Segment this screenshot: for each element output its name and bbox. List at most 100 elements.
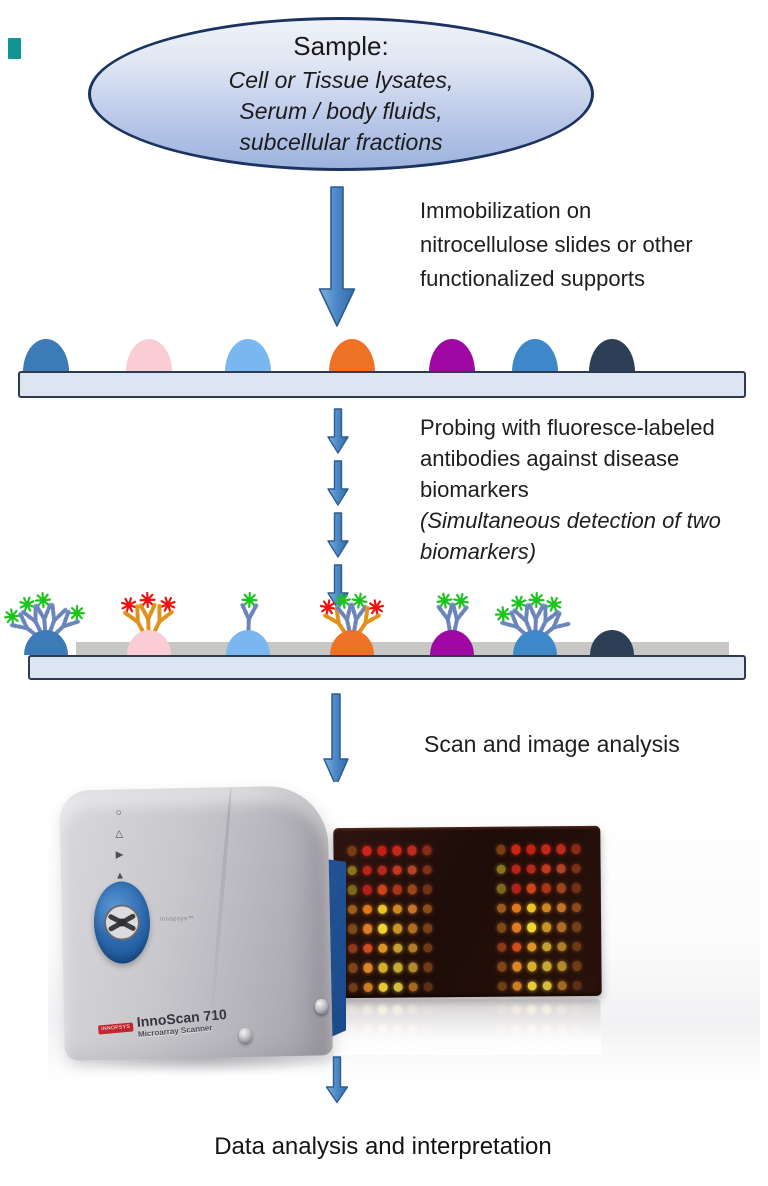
array-dot [408,981,418,992]
array-dot [496,844,506,855]
array-dot [422,884,433,894]
scanner-foot [239,1028,252,1043]
antibody [442,592,471,645]
array-dot [407,903,418,914]
flow-arrow-analysis [325,1056,349,1104]
array-dot [556,922,567,932]
array-dot [392,904,403,914]
array-dot [526,902,537,913]
flow-arrow-probing [327,408,349,454]
scanner-crease [210,787,233,1013]
array-dot [571,844,581,854]
array-dot [363,962,373,973]
array-dot [572,961,582,971]
antibody [525,591,547,644]
array-dot [496,922,507,933]
array-dot [541,902,552,913]
sample-line: subcellular fractions [239,128,443,155]
array-dot [408,942,418,953]
antibody [119,597,158,648]
array-dot [541,922,552,932]
array-dot [512,961,522,972]
array-dot [527,961,537,971]
array-dot [392,923,403,934]
nitrocellulose-slide [18,371,746,398]
sample-spot [23,339,69,372]
array-dot [348,962,358,973]
sample-ellipse: Sample: Cell or Tissue lysates, Serum / … [88,17,594,171]
array-dot [407,923,418,934]
sample-spot [329,339,375,372]
captured-spot [226,630,270,655]
flow-arrow-probing [327,512,349,558]
indicator-icon: △ [115,828,124,840]
array-dot [377,923,388,934]
array-dot [407,845,417,856]
array-dot [541,844,551,854]
array-dot [541,863,551,874]
array-dot [347,923,358,934]
probing-label: Probing with fluoresce-labeled antibodie… [420,415,721,564]
sample-spot [429,339,475,372]
array-dot [571,902,582,913]
array-dot [542,961,552,971]
data-analysis-label: Data analysis and interpretation [214,1133,552,1160]
array-dot [393,982,403,992]
panel-reflection [334,999,601,1055]
array-dot [572,980,582,991]
indicator-icon: ○ [115,807,122,819]
array-dot [347,865,357,876]
array-dot [348,982,358,993]
antibody [238,591,260,644]
probed-spot [564,569,660,655]
scanner-label: INNOPSYS InnoScan 710 Microarray Scanner [97,1006,228,1042]
array-dot [377,845,387,856]
array-dot [497,961,507,972]
door-knob-icon [103,904,140,941]
array-dot [556,844,566,854]
array-dot [542,941,552,952]
array-dot [422,923,433,933]
array-dot [511,903,522,913]
microarray-image-panel [333,825,602,999]
array-dot [362,865,372,875]
array-dot [392,845,402,856]
array-dot [511,844,521,855]
array-dot [511,883,522,894]
array-dot [422,903,433,914]
array-dot [392,884,403,895]
array-dot [526,883,537,893]
array-dot [496,883,507,894]
array-dot [377,884,388,895]
array-dot [496,864,506,874]
flow-arrow-scan [323,693,349,787]
array-dot [571,883,582,893]
array-dot [408,962,418,973]
array-dot [407,864,417,875]
array-dot [572,941,582,952]
array-dot [497,981,507,991]
sample-line: Cell or Tissue lysates, [228,66,454,93]
array-dot [496,903,507,913]
innopsys-logo: INNOPSYS [97,1022,134,1035]
antibody [508,595,544,647]
array-dot [527,941,537,952]
array-dot [423,962,433,972]
dot-block-right [493,839,584,996]
array-dot [362,904,373,914]
array-dot [557,980,567,991]
array-dot [407,884,418,895]
dot-block-left [344,840,435,997]
sample-spot [126,339,172,372]
array-dot [363,982,373,992]
array-dot [556,863,566,874]
array-dot [392,865,402,875]
array-dot [571,863,581,874]
array-dot [378,962,388,973]
corner-mark [8,38,21,59]
probed-spot [304,569,400,655]
array-dot [362,845,372,856]
probed-spot [487,569,583,655]
array-dot [393,943,403,953]
sample-line: Serum / body fluids, [239,97,443,124]
